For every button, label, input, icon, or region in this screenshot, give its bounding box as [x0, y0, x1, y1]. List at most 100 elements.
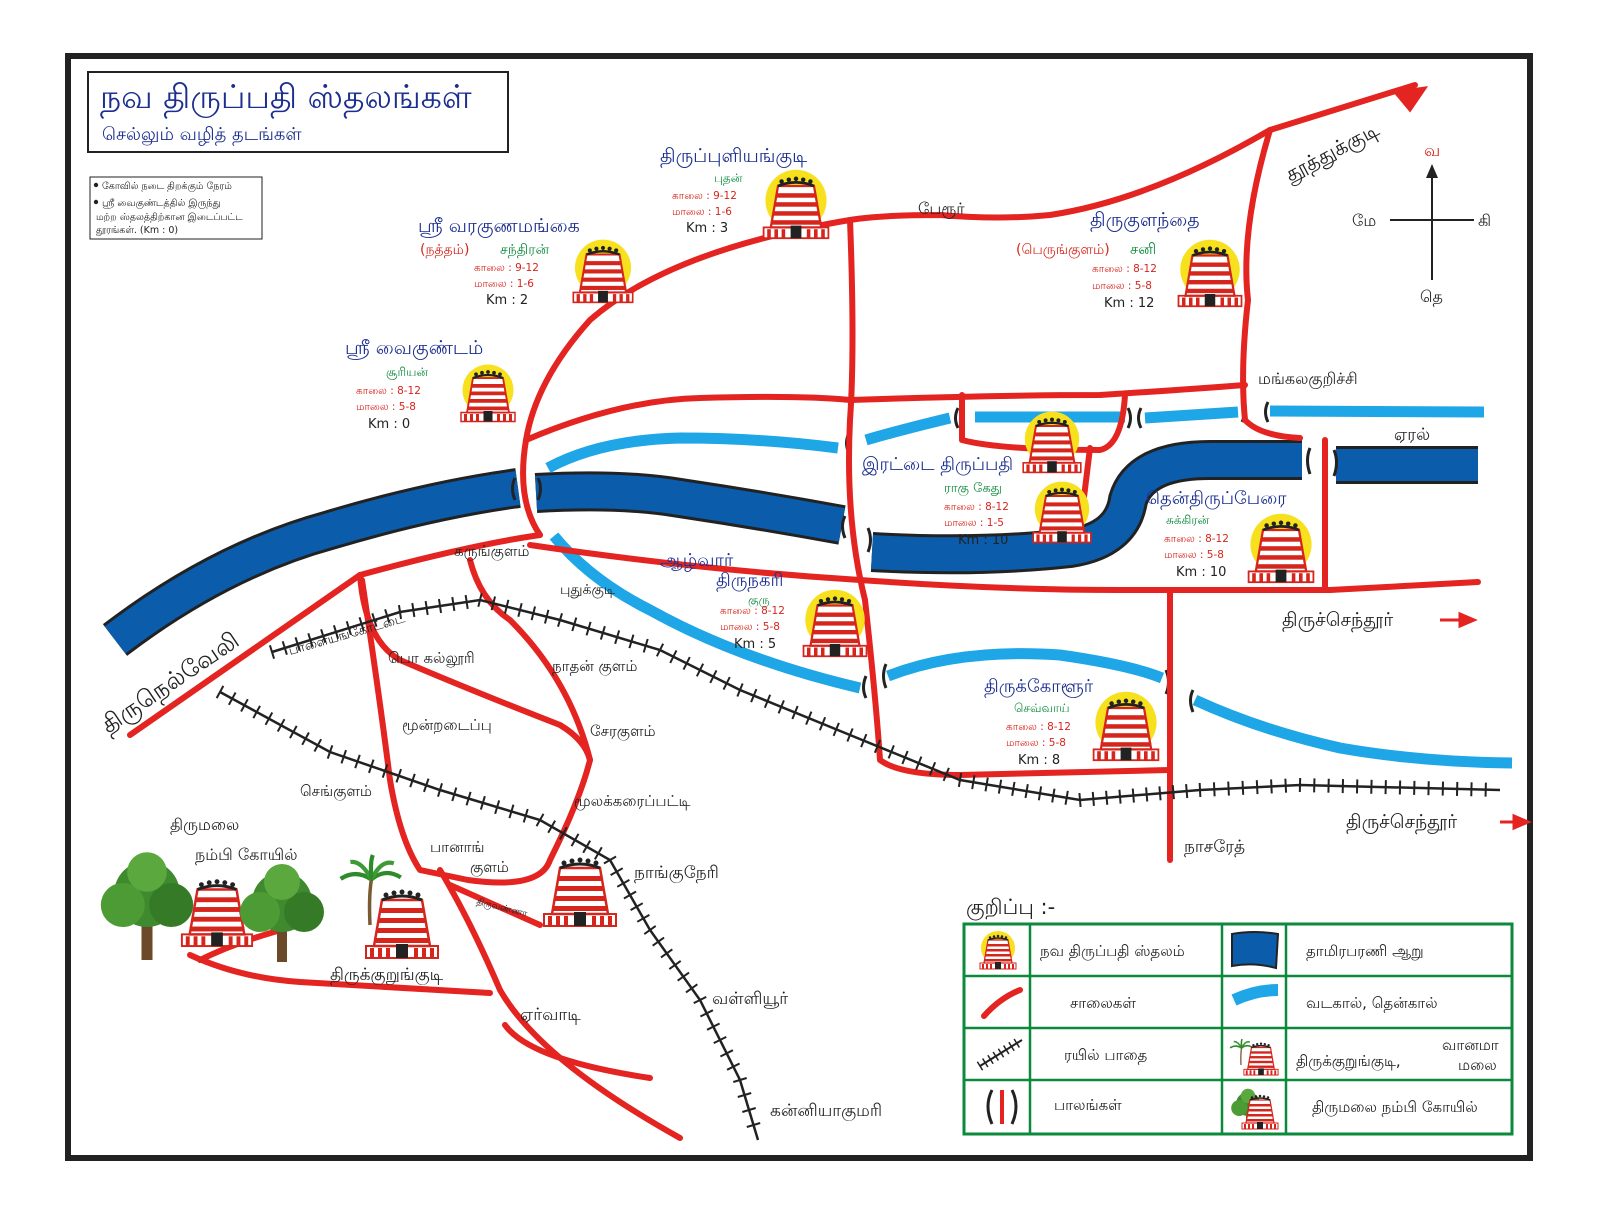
legend-heading: குறிப்பு :- — [966, 895, 1055, 920]
railway-tie — [1270, 779, 1273, 794]
railway-tie — [1011, 781, 1016, 796]
temple-alwarthirunagari-icon — [802, 588, 868, 658]
place-valliyur: வள்ளியூர் — [712, 989, 788, 1009]
railway-tie — [677, 971, 690, 982]
railway-tie — [451, 596, 456, 612]
railway-tie — [706, 1022, 721, 1031]
temple-labels: ஸ்ரீ வைகுண்டம் சூரியன் காலை : 8-12 மாலை … — [345, 145, 1287, 768]
railway-tie — [570, 833, 580, 847]
legend-rail-tie — [981, 1058, 989, 1068]
temple-thenthiruperai-km: Km : 10 — [1176, 565, 1226, 580]
temple-thirukulanthai-km: Km : 12 — [1104, 296, 1154, 311]
railway-tie — [928, 761, 937, 776]
temple-thirukulanthai-morning: காலை : 8-12 — [1092, 263, 1157, 275]
railway-tie — [818, 716, 827, 731]
place-moondradaippu: மூன்றடைப்பு — [402, 716, 492, 734]
place-thirukkurungudi: திருக்குறுங்குடி — [330, 965, 444, 985]
place-tiruchendur-2: திருச்செந்தூர் — [1346, 811, 1457, 834]
railway-tie — [354, 754, 361, 769]
railway-tie — [860, 733, 868, 748]
compass-north-arrow-icon — [1426, 164, 1438, 178]
railway-tie — [722, 676, 731, 691]
railway-tie — [682, 656, 691, 671]
railway-tie — [901, 750, 909, 765]
compass: வ மே கி தெ — [1352, 141, 1491, 306]
temple-varagunamangai-name: ஸ்ரீ வரகுணமங்கை — [418, 215, 580, 238]
canal-segment — [1192, 695, 1513, 769]
railway-tie — [873, 739, 882, 754]
temple-thirukolur-icon — [1092, 690, 1160, 762]
bridge-mark — [1264, 401, 1270, 423]
railway-tie — [1158, 786, 1162, 801]
railway-tie — [397, 604, 403, 620]
roads — [127, 82, 1481, 1141]
railway-tie — [750, 688, 758, 703]
place-thirumalai-2: நம்பி கோயில் — [195, 845, 297, 864]
temple-thirupuliyangudi-km: Km : 3 — [686, 221, 728, 236]
legend-bridge-mark — [1010, 1089, 1018, 1125]
railway-tie — [384, 609, 391, 623]
railway-tie — [530, 606, 537, 621]
railway-tie — [1037, 786, 1043, 801]
railway-tie — [215, 685, 225, 699]
railway-tie — [582, 840, 592, 854]
railway-tie — [409, 773, 416, 788]
note-line-3: மற்ற ஸ்தலத்திற்கான இடைப்பட்ட — [96, 212, 243, 223]
place-thoothukudi: தூத்துக்குடி — [1281, 117, 1384, 188]
railway-tie — [1255, 780, 1259, 795]
railway-tie — [805, 711, 813, 725]
railway-tie — [381, 764, 389, 778]
temple-irattai-morning: காலை : 8-12 — [944, 501, 1009, 513]
temple-varagunamangai-km: Km : 2 — [486, 293, 528, 308]
temple-thenthiruperai-morning: காலை : 8-12 — [1164, 533, 1229, 545]
legend-road-icon — [981, 987, 1023, 1019]
canal-segment — [1144, 406, 1239, 424]
temple-thenthiruperai-name: தென்திருப்பேரை — [1146, 488, 1287, 510]
railway-tie — [599, 625, 606, 640]
railway-tie — [719, 1049, 734, 1058]
railway-tie — [669, 649, 678, 664]
railway-tie — [517, 602, 523, 618]
temple-thirukolur-name: திருக்கோளூர் — [984, 676, 1094, 698]
canal-segment — [545, 432, 839, 473]
temple-srivaikuntam-morning: காலை : 8-12 — [356, 385, 421, 397]
railway-tie — [1078, 792, 1082, 808]
railway-tie — [289, 725, 298, 739]
place-nathankulam: நாதன் குளம் — [552, 657, 637, 676]
canal-segment — [886, 648, 1165, 684]
legend-rail-tie — [1013, 1038, 1021, 1048]
railway-tie — [746, 1122, 761, 1128]
railway-tie — [610, 867, 624, 877]
temple-thirukulanthai-planet: சனி — [1130, 240, 1156, 258]
railway-tie — [307, 633, 314, 647]
temple-thirukulanthai-evening: மாலை : 5-8 — [1092, 280, 1152, 292]
canals — [545, 405, 1513, 769]
railway-tie — [368, 759, 375, 774]
railway-tie — [301, 732, 310, 746]
railway-tie — [345, 621, 352, 635]
bridge-mark — [1126, 407, 1132, 429]
legend-rail-tie — [987, 1054, 994, 1065]
road — [447, 882, 543, 928]
place-serakulam: சேரகுளம் — [590, 722, 656, 741]
railway-tie — [503, 599, 510, 614]
place-eral: ஏரல் — [1394, 425, 1430, 445]
railway-tie — [652, 936, 665, 947]
bridge-mark — [1189, 689, 1195, 713]
legend-temple-icon — [979, 930, 1017, 970]
road — [502, 1022, 653, 1081]
railway-tie — [693, 995, 707, 1005]
legend-rail-icon — [976, 1038, 1023, 1071]
place-thiruvanna: திருவண்ணா — [475, 897, 528, 919]
railway-tie — [1064, 790, 1069, 805]
railway-tie — [593, 846, 603, 860]
note-line-2: ஸ்ரீ வைகுண்டத்தில் இருந்து — [102, 198, 221, 210]
railway-tie — [1185, 784, 1189, 799]
temple-varagunamangai-icon — [572, 238, 634, 304]
railway-tie — [281, 641, 288, 655]
railway-tie — [1118, 789, 1122, 804]
railway-tie — [585, 621, 592, 636]
place-kanyakumari: கன்னியாகுமரி — [770, 1101, 882, 1121]
tree-icon — [240, 864, 324, 962]
temple-irattai-km: Km : 10 — [958, 533, 1008, 548]
